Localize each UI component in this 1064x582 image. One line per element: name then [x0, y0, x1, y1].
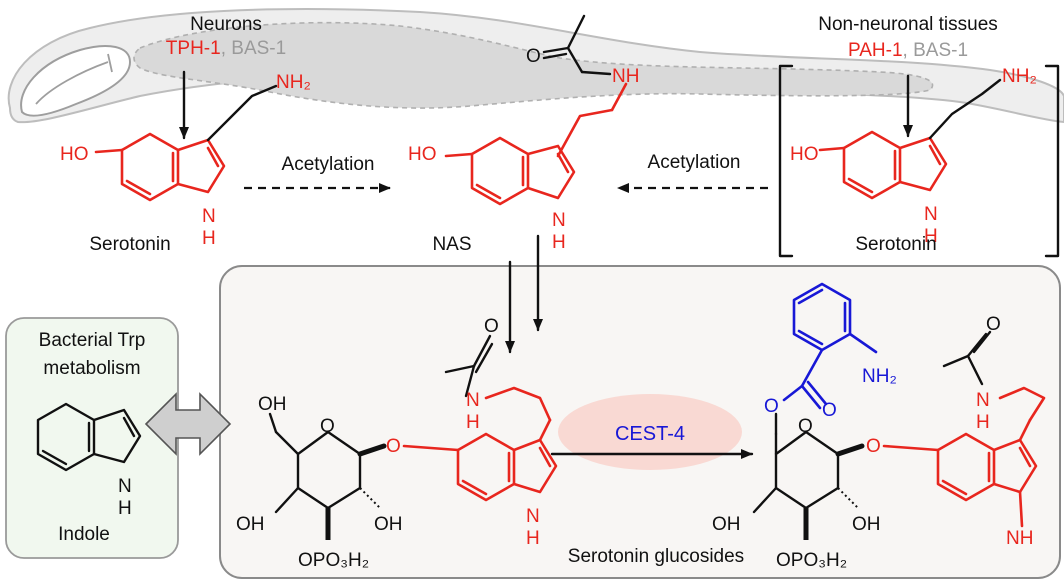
- svg-text:O: O: [484, 316, 499, 337]
- bas1-enzyme: BAS-1: [231, 38, 286, 59]
- ho-label: HO: [60, 144, 89, 165]
- svg-text:O: O: [866, 436, 881, 457]
- bas1-enzyme-2: BAS-1: [913, 40, 968, 61]
- cest4-label: CEST-4: [615, 423, 685, 445]
- nh2-label: NH₂: [276, 72, 311, 93]
- svg-text:OH: OH: [712, 514, 741, 535]
- indole-nh-label: NH: [1006, 528, 1033, 549]
- svg-text:O: O: [798, 416, 813, 437]
- tph1-enzyme: TPH-1: [166, 38, 221, 59]
- acetylation-label-left: Acetylation: [282, 154, 375, 175]
- svg-text:N: N: [118, 476, 132, 497]
- svg-text:N: N: [976, 390, 990, 411]
- glucoside-right-structure: NH₂ O O O OH OH OPO₃H₂ O NH N H: [712, 282, 1046, 571]
- svg-text:N: N: [202, 206, 216, 227]
- bacterial-label-line1: Bacterial Trp: [39, 330, 146, 351]
- svg-text:H: H: [202, 228, 216, 249]
- svg-text:OH: OH: [258, 394, 287, 415]
- acetylation-label-right: Acetylation: [648, 152, 741, 173]
- bacterial-box: [5, 317, 179, 559]
- indole-label: Indole: [58, 524, 110, 545]
- neuron-enzymes: TPH-1, BAS-1: [166, 38, 286, 59]
- svg-text:O: O: [526, 46, 541, 67]
- svg-text:HO: HO: [408, 144, 437, 165]
- svg-text:O: O: [320, 416, 335, 437]
- svg-text:N: N: [924, 204, 938, 225]
- svg-text:O: O: [386, 436, 401, 457]
- svg-text:H: H: [924, 226, 938, 247]
- neurons-label: Neurons: [190, 14, 262, 35]
- non-neuronal-enzymes: PAH-1, BAS-1: [848, 40, 968, 61]
- svg-text:OH: OH: [236, 514, 265, 535]
- svg-text:N: N: [552, 210, 566, 231]
- svg-text:OPO₃H₂: OPO₃H₂: [776, 550, 847, 571]
- exchange-double-arrow: [144, 392, 232, 456]
- svg-text:HO: HO: [790, 144, 819, 165]
- pah1-enzyme: PAH-1: [848, 40, 903, 61]
- bacterial-label-line2: metabolism: [43, 358, 140, 379]
- serotonin-right-structure: HO N H NH₂ Serotonin: [778, 64, 1060, 258]
- svg-text:H: H: [466, 412, 480, 433]
- non-neuronal-label: Non-neuronal tissues: [818, 14, 998, 35]
- svg-text:O: O: [986, 314, 1001, 335]
- svg-text:OH: OH: [852, 514, 881, 535]
- svg-text:N: N: [466, 390, 480, 411]
- svg-text:H: H: [118, 498, 132, 519]
- nas-label: NAS: [432, 234, 471, 255]
- glucoside-left-structure: O N H N H O OH O OH OH OPO₃H₂: [236, 316, 558, 571]
- serotonin-left-label: Serotonin: [89, 234, 170, 255]
- serotonin-left-structure: HO N H NH₂ Serotonin: [60, 70, 311, 255]
- cest4-blob: [558, 394, 742, 470]
- svg-text:H: H: [552, 232, 566, 253]
- svg-text:OH: OH: [374, 514, 403, 535]
- svg-text:H: H: [526, 528, 540, 549]
- svg-text:O: O: [764, 396, 779, 417]
- svg-text:NH₂: NH₂: [1002, 66, 1037, 87]
- worm-illustration: [7, 8, 1064, 124]
- svg-text:NH₂: NH₂: [862, 366, 897, 387]
- glucosides-label: Serotonin glucosides: [568, 546, 744, 567]
- svg-text:H: H: [976, 412, 990, 433]
- svg-text:OPO₃H₂: OPO₃H₂: [298, 550, 369, 571]
- serotonin-right-label: Serotonin: [855, 234, 936, 255]
- indole-structure: N H: [36, 402, 142, 519]
- nas-structure: O NH HO N H NAS: [408, 14, 639, 255]
- svg-text:O: O: [822, 400, 837, 421]
- nh-label: NH: [612, 66, 639, 87]
- svg-text:N: N: [526, 506, 540, 527]
